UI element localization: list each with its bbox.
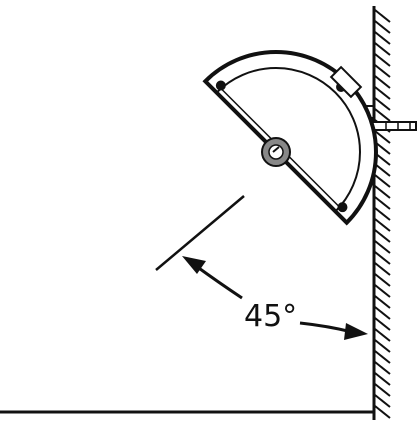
angle-arc-upper <box>195 264 243 300</box>
hatch-line <box>374 31 391 45</box>
guard-rivet-icon <box>337 202 348 213</box>
hub-slot <box>272 146 280 153</box>
hatch-line <box>374 163 391 177</box>
arrowhead-right-icon <box>344 323 368 340</box>
guard-rivet-icon <box>215 80 226 91</box>
hatch-line <box>374 108 391 122</box>
angle-indicator: 45° <box>182 256 368 340</box>
guard-inner-arc <box>215 67 361 213</box>
hatch-line <box>374 97 391 111</box>
wall-hatching <box>374 9 391 419</box>
hatch-line <box>374 229 391 243</box>
arrowhead-left-icon <box>182 256 206 274</box>
hatch-line <box>374 350 391 364</box>
hatch-line <box>374 218 391 232</box>
hatch-line <box>374 328 391 342</box>
hatch-line <box>374 372 391 386</box>
hatch-line <box>374 394 391 408</box>
hub-inner <box>268 144 284 160</box>
hatch-line <box>374 185 391 199</box>
hatch-line <box>374 251 391 265</box>
hatch-line <box>374 317 391 331</box>
blade-guard <box>202 50 378 226</box>
guard-clamp <box>329 65 363 99</box>
hatch-line <box>374 53 391 67</box>
hatch-line <box>374 262 391 276</box>
wall <box>372 6 391 420</box>
reference-line <box>155 195 245 271</box>
hatch-line <box>374 86 391 100</box>
hatch-line <box>374 383 391 397</box>
angle-arc-lower <box>299 321 353 334</box>
hatch-line <box>374 64 391 78</box>
hatch-line <box>374 42 391 56</box>
hatch-line <box>374 306 391 320</box>
hatch-line <box>374 295 391 309</box>
hatch-line <box>374 174 391 188</box>
hatch-line <box>374 9 391 23</box>
hatch-line <box>374 75 391 89</box>
hatch-line <box>374 207 391 221</box>
hatch-line <box>374 284 391 298</box>
hatch-line <box>374 273 391 287</box>
hatch-line <box>374 361 391 375</box>
hatch-line <box>374 240 391 254</box>
hatch-line <box>374 20 391 34</box>
hatch-line <box>374 339 391 353</box>
arbor-hub <box>261 137 291 167</box>
hatch-line <box>374 405 391 419</box>
hatch-line <box>374 130 391 144</box>
hatch-line <box>374 196 391 210</box>
angle-label: 45° <box>244 299 297 334</box>
